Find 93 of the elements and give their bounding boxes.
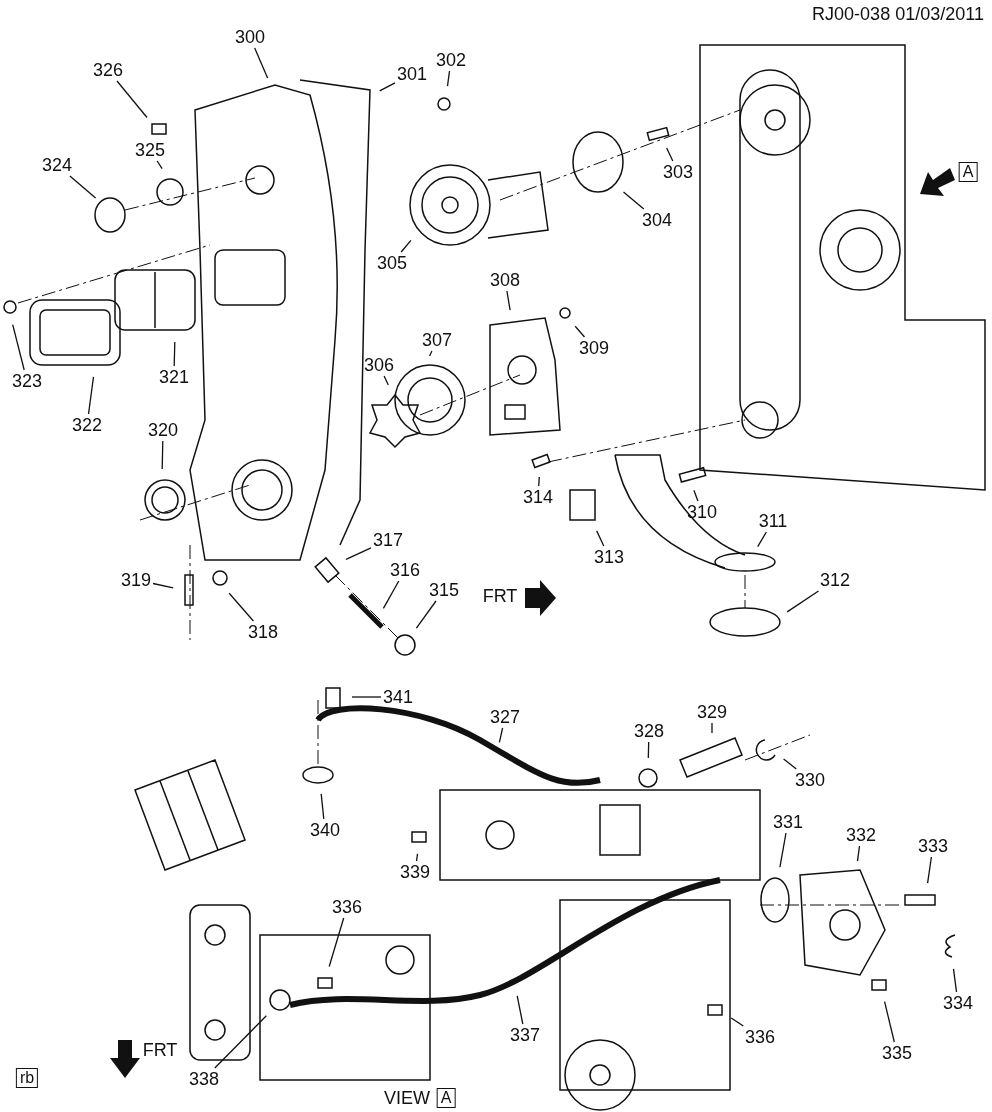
callout-number: 302 (436, 51, 466, 69)
callout-number: 330 (795, 771, 825, 789)
leader-line (379, 82, 396, 92)
callout-number: 331 (773, 813, 803, 831)
callout-number: 315 (429, 581, 459, 599)
leader-line (382, 580, 400, 610)
callout-number: 304 (642, 211, 672, 229)
leader-line (351, 696, 382, 698)
leader-line (516, 995, 524, 1025)
callout-number: 300 (235, 28, 265, 46)
leader-line (666, 147, 674, 162)
callout-number: 317 (373, 531, 403, 549)
leader-line (12, 324, 25, 371)
leader-line (730, 1017, 744, 1027)
leader-line (156, 160, 163, 170)
leader-line (69, 175, 97, 199)
leader-line (116, 80, 148, 119)
callout-number: 318 (248, 623, 278, 641)
view-marker: A (436, 1088, 456, 1108)
leader-line (161, 440, 164, 470)
callout-number: 313 (594, 548, 624, 566)
leader-line (228, 592, 255, 622)
callout-number: 301 (397, 65, 427, 83)
callout-number: 334 (943, 994, 973, 1012)
callout-number: 332 (846, 826, 876, 844)
callout-number: 316 (390, 561, 420, 579)
callout-number: 341 (383, 688, 413, 706)
callout-number: 336 (745, 1028, 775, 1046)
leader-line (926, 856, 933, 884)
callout-number: 307 (422, 331, 452, 349)
leader-line (345, 547, 372, 561)
callout-number: 335 (882, 1044, 912, 1062)
callout-number: 325 (135, 141, 165, 159)
leader-line (782, 758, 797, 770)
leader-line (786, 590, 820, 613)
callout-number: 338 (189, 1070, 219, 1088)
leader-line (87, 376, 95, 415)
leader-line (328, 917, 345, 968)
callout-number: 328 (634, 722, 664, 740)
leader-line (214, 1015, 267, 1069)
leader-line (757, 531, 768, 548)
callout-number: 311 (758, 512, 788, 530)
callout-number: 309 (579, 339, 609, 357)
leader-line (428, 350, 433, 357)
callout-number: 326 (93, 61, 123, 79)
leader-line (574, 325, 586, 338)
leader-line (538, 476, 540, 487)
callout-number: 312 (820, 571, 850, 589)
corner-code: rb (15, 1068, 39, 1088)
leader-line (383, 375, 389, 386)
view-marker: A (958, 162, 978, 182)
leader-line (711, 722, 713, 734)
leader-line (883, 1001, 895, 1043)
leader-line (254, 47, 269, 79)
leader-line (152, 582, 174, 589)
callout-number: 337 (510, 1026, 540, 1044)
callout-number: 320 (148, 421, 178, 439)
drawing-number: RJ00-038 01/03/2011 (812, 5, 984, 23)
view-title: VIEW (384, 1089, 430, 1107)
leader-line (693, 489, 699, 502)
leader-line (506, 290, 511, 311)
callout-number: 305 (377, 254, 407, 272)
callout-number: 329 (697, 703, 727, 721)
callout-number: 340 (310, 821, 340, 839)
leader-line (415, 853, 419, 862)
callout-number: 314 (523, 488, 553, 506)
leader-line (400, 239, 412, 253)
callout-number: 310 (687, 503, 717, 521)
callout-number: 321 (159, 368, 189, 386)
leader-line (446, 70, 451, 87)
callout-number: 323 (12, 372, 42, 390)
leader-line (415, 600, 437, 629)
leader-line (856, 845, 861, 862)
callout-number: 306 (364, 356, 394, 374)
front-indicator-label: FRT (482, 587, 518, 605)
callout-number: 308 (490, 271, 520, 289)
leader-line (596, 530, 605, 547)
callout-number: 322 (72, 416, 102, 434)
callout-number: 324 (42, 156, 72, 174)
leader-line (952, 968, 958, 993)
front-indicator-label: FRT (142, 1041, 178, 1059)
leader-line (173, 341, 176, 367)
leader-line (498, 727, 504, 743)
callout-number: 336 (332, 898, 362, 916)
leader-line (622, 191, 645, 210)
callout-number: 327 (490, 708, 520, 726)
leader-line (320, 793, 325, 820)
callout-number: 319 (121, 571, 151, 589)
leader-line (779, 832, 787, 868)
leader-line (647, 741, 650, 759)
callout-number: 333 (918, 837, 948, 855)
callout-number: 303 (663, 163, 693, 181)
callout-number: 339 (400, 863, 430, 881)
